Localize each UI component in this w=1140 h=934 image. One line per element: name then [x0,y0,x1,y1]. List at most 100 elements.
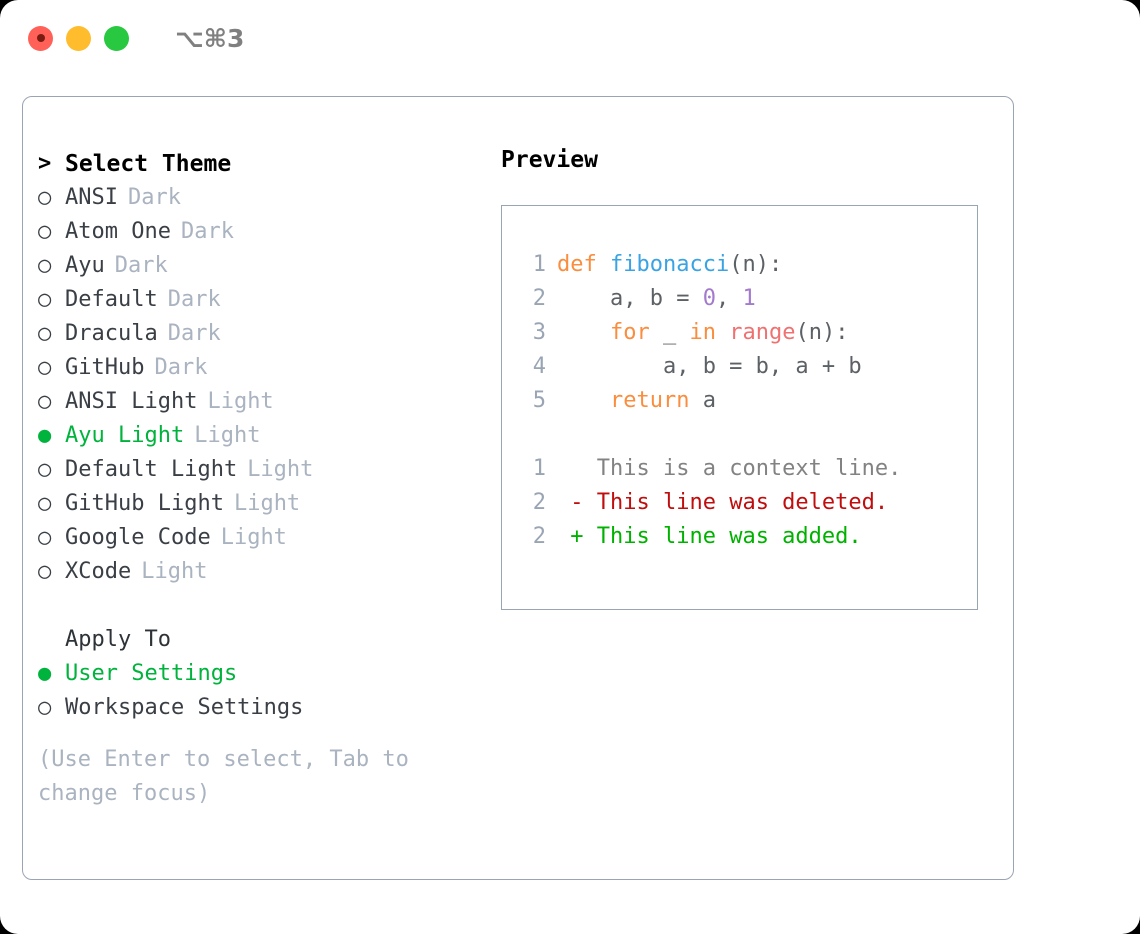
code-token-plain [557,320,610,345]
diff-line-number: 2 [532,490,546,515]
theme-category-label: Dark [114,253,168,278]
diff-text: This is a context line. [596,456,902,481]
diff-sample: 1 This is a context line.2 - This line w… [516,452,977,554]
theme-name-label: GitHub [65,355,145,380]
list-spacer [38,589,488,623]
theme-list-item[interactable]: ○ Default Light Light [38,453,488,487]
radio-unselected-icon: ○ [38,457,52,482]
theme-category-label: Dark [180,219,234,244]
theme-list-item[interactable]: ○ Default Dark [38,283,488,317]
theme-category-label: Light [141,559,208,584]
radio-unselected-icon: ○ [38,219,52,244]
apply-to-list: ● User Settings ○ Workspace Settings [38,657,488,725]
preview-title: Preview [501,147,598,173]
diff-line-number: 1 [532,456,546,481]
code-line-number: 4 [532,354,546,379]
diff-line-number: 2 [532,524,546,549]
theme-category-label: Dark [167,321,221,346]
theme-category-label: Light [247,457,314,482]
apply-to-name-label: Workspace Settings [65,695,304,720]
diff-line: 2 + This line was added. [516,520,977,554]
diff-sign: + [557,524,597,549]
close-icon-dot [36,34,45,42]
code-line-text: a, b = b, a + b [557,350,862,384]
maximize-button-icon[interactable] [104,25,129,51]
code-line: 2 a, b = 0, 1 [516,282,977,316]
code-token-kw: def [557,252,597,277]
diff-line: 1 This is a context line. [516,452,977,486]
title-bar: ⌥⌘3 [0,0,1140,76]
close-button-icon[interactable] [28,25,53,51]
apply-to-list-item[interactable]: ○ Workspace Settings [38,691,488,725]
radio-unselected-icon: ○ [38,525,52,550]
theme-name-label: Google Code [65,525,211,550]
code-token-kw: in [689,320,716,345]
diff-line-text: This is a context line. [557,452,902,486]
radio-unselected-icon: ○ [38,185,52,210]
code-token-kw: return [609,388,690,413]
theme-list-item[interactable]: ○ XCode Light [38,555,488,589]
code-token-plain: a, b = [557,286,703,311]
theme-name-label: Ayu [65,253,105,278]
radio-unselected-icon: ○ [38,253,52,278]
minimize-button-icon[interactable] [66,25,91,51]
theme-list-item[interactable]: ○ GitHub Light Light [38,487,488,521]
code-token-plain: a [689,388,716,413]
code-line-text: return a [557,384,716,418]
theme-list-item[interactable]: ○ Ayu Dark [38,249,488,283]
theme-name-label: Default Light [65,457,238,482]
code-token-plain [716,320,729,345]
code-token-plain: a, b = b, a + b [557,354,862,379]
radio-unselected-icon: ○ [38,491,52,516]
code-token-num: 0 [702,286,716,311]
code-line: 5 return a [516,384,977,418]
code-token-punct: (n): [795,320,849,345]
theme-category-label: Light [233,491,301,516]
radio-unselected-icon: ○ [38,389,52,414]
code-token-num: 1 [742,286,756,311]
diff-sign [557,456,597,481]
code-line: 3 for _ in range(n): [516,316,977,350]
theme-category-label: Dark [167,287,221,312]
code-token-fn: fibonacci [610,252,730,277]
radio-unselected-icon: ○ [38,287,52,312]
radio-unselected-icon: ○ [38,559,52,584]
apply-to-list-item[interactable]: ● User Settings [38,657,488,691]
code-line-text: def fibonacci(n): [557,248,782,282]
code-line-number: 3 [532,320,546,345]
code-token-plain: _ [649,320,690,345]
theme-name-label: GitHub Light [65,491,224,516]
radio-unselected-icon: ○ [38,695,52,720]
radio-selected-icon: ● [38,661,52,686]
theme-name-label: XCode [65,559,132,584]
code-diff-spacer [516,418,977,452]
apply-to-heading: Apply To [38,623,488,657]
select-theme-heading-label: Select Theme [65,151,232,177]
code-token-plain [557,388,610,413]
code-token-punct: (n): [729,252,783,277]
code-line: 4 a, b = b, a + b [516,350,977,384]
code-line-text: a, b = 0, 1 [557,282,756,316]
radio-unselected-icon: ○ [38,355,52,380]
keyboard-hint-text: (Use Enter to select, Tab to change focu… [38,747,409,806]
radio-unselected-icon: ○ [38,321,52,346]
code-line-text: for _ in range(n): [557,316,848,350]
theme-name-label: Default [65,287,158,312]
keyboard-shortcut-label: ⌥⌘3 [175,23,245,53]
diff-text: This line was added. [596,524,862,549]
code-line-number: 1 [532,252,546,277]
apply-to-name-label: User Settings [65,661,238,686]
